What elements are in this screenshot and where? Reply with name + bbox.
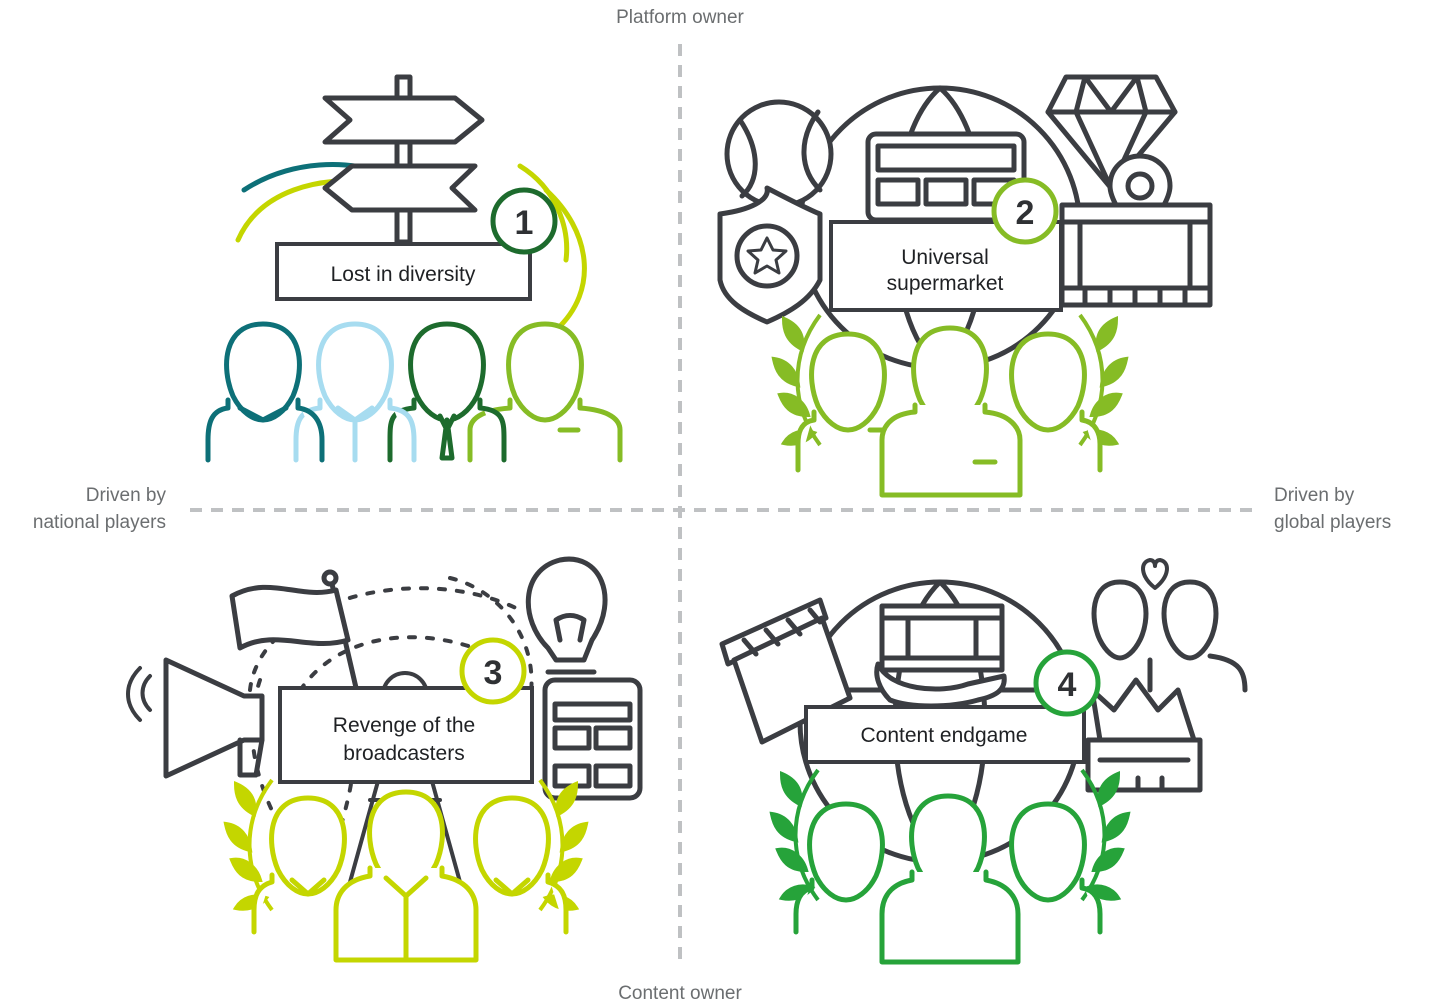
people-icon	[795, 328, 1103, 498]
scenario-3-title-line1: Revenge of the	[333, 714, 475, 737]
axis-label-right: Driven by global players	[1274, 482, 1424, 536]
megaphone-icon	[126, 657, 265, 779]
signpost-icon	[322, 74, 485, 245]
scenario-4-number: 4	[1058, 666, 1077, 704]
axis-label-right-line1: Driven by	[1274, 485, 1355, 506]
axis-label-left-line1: Driven by	[85, 485, 166, 506]
scenario-1-number-badge	[490, 187, 558, 255]
badge-icon	[717, 185, 823, 325]
scenario-4-number-badge	[1033, 649, 1101, 717]
people-icon	[205, 324, 623, 463]
scenario-3-label: Revenge of the broadcasters 3	[278, 637, 534, 784]
axis-label-left-line2: national players	[32, 512, 166, 533]
scenario-2-number: 2	[1016, 194, 1035, 232]
ball-icon	[724, 99, 834, 209]
axis-label-left: Driven by national players	[0, 482, 166, 536]
heart-icon	[1141, 558, 1169, 590]
axis-label-bottom: Content owner	[618, 983, 742, 1004]
scenario-1-number: 1	[515, 204, 534, 242]
scenario-2-title-line1: Universal	[901, 246, 989, 269]
scenario-3-number-badge	[459, 637, 527, 705]
scenario-2-label: Universal supermarket 2	[829, 177, 1063, 312]
scenario-3-number: 3	[484, 654, 503, 692]
axis-lines	[190, 44, 1252, 968]
people-icon	[793, 796, 1103, 965]
scenario-1-title: Lost in diversity	[331, 263, 476, 286]
scenario-2-title-line2: supermarket	[887, 272, 1004, 295]
scenario-4-box	[804, 705, 1086, 764]
people-icon	[251, 792, 569, 963]
hand-icon	[874, 661, 1007, 709]
scenario-4-title: Content endgame	[861, 724, 1028, 747]
axis-label-top: Platform owner	[616, 7, 744, 28]
scenario-1-illustration	[205, 74, 623, 463]
tv-icon	[542, 677, 643, 801]
scenario-3-title-line2: broadcasters	[343, 742, 464, 765]
scenario-3-illustration	[126, 556, 643, 963]
decor-arc-right	[543, 187, 587, 333]
film-strip-icon	[1059, 202, 1213, 308]
flag-icon	[229, 569, 363, 708]
film-strip-icon	[879, 603, 1005, 673]
diamond-icon	[1045, 74, 1178, 191]
crown-icon	[1085, 677, 1203, 793]
axis-label-right-line2: global players	[1274, 512, 1392, 533]
scenario-1-label: Lost in diversity 1	[275, 187, 558, 301]
scenario-2-number-badge	[991, 177, 1059, 245]
scenario-1-box	[275, 242, 532, 301]
decor-arc-right-2	[517, 163, 570, 263]
light-bulb-icon	[525, 556, 608, 699]
people-icon	[1091, 579, 1248, 693]
scenario-4-label: Content endgame 4	[804, 649, 1101, 764]
